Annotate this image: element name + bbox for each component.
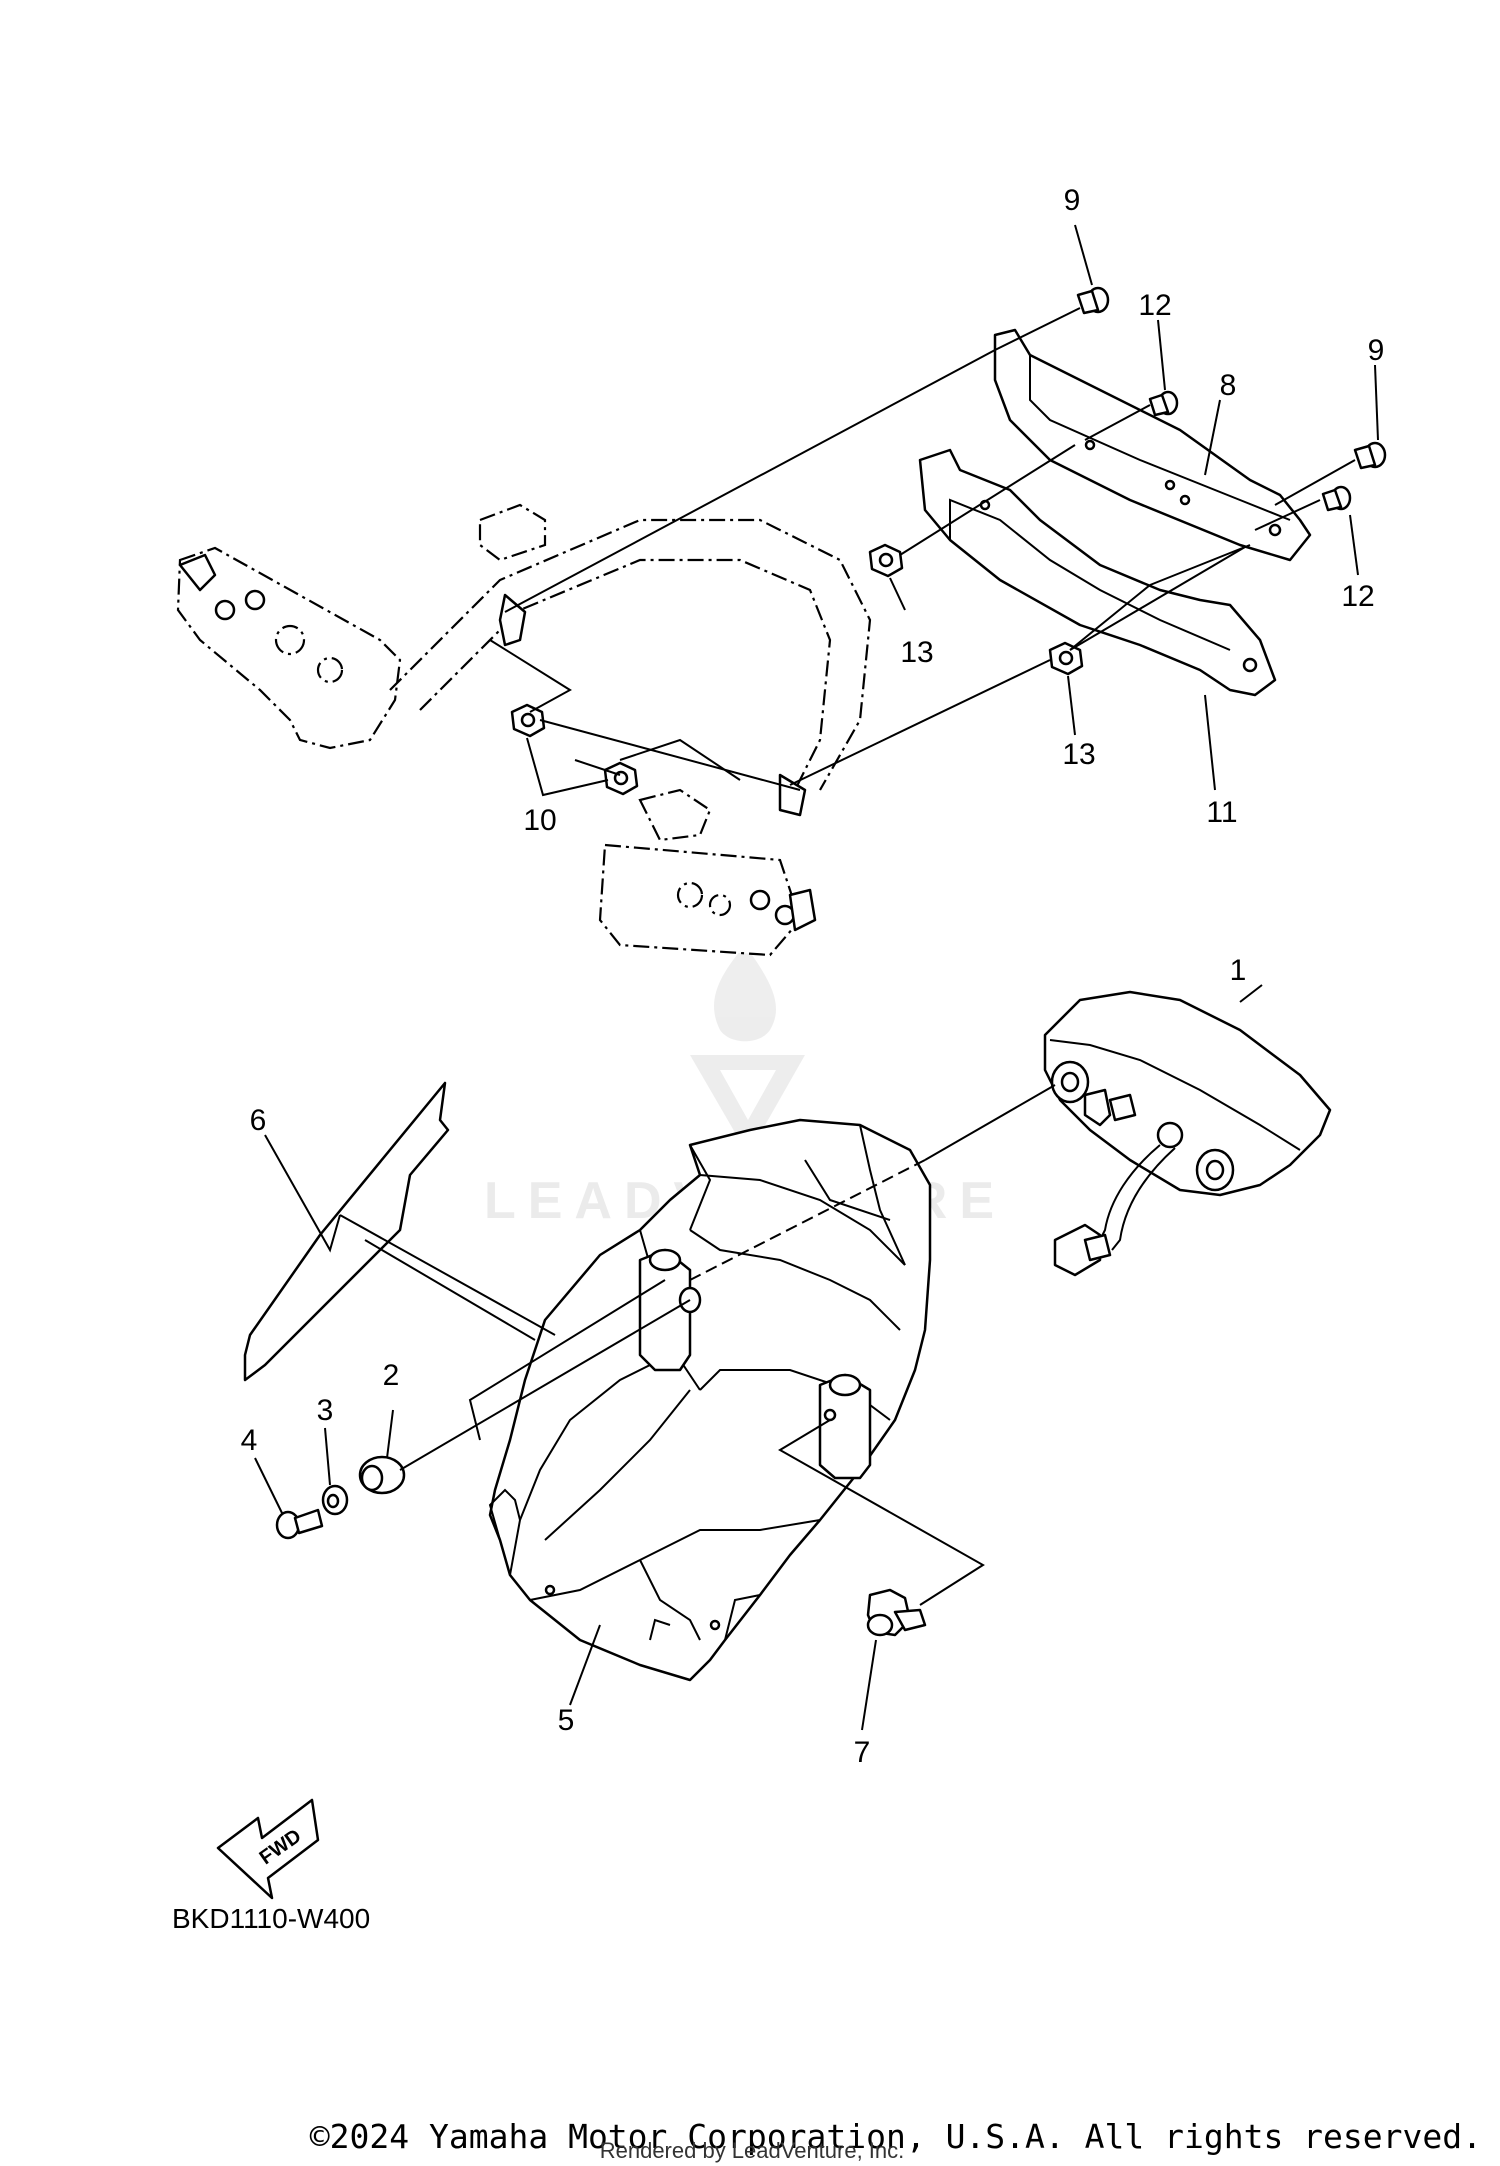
callout-12-upper: 12 [1138,289,1171,322]
callout-11: 11 [1206,796,1237,829]
watermark-v-icon [690,1055,805,1155]
callout-5: 5 [558,1704,575,1737]
bolt-12-upper-icon [1148,390,1179,417]
grab-bar-reference [176,503,872,957]
callout-13-lower: 13 [1062,738,1095,771]
fwd-arrow-icon: FWD [216,1798,320,1900]
nut-10-right-icon [603,761,639,796]
lower-leader-lines [254,984,1263,1731]
callout-12-right: 12 [1341,580,1374,613]
fasteners-upper [510,286,1387,796]
callout-10: 10 [523,804,556,837]
part-5-housing [488,1118,932,1682]
nut-13-lower-icon [1048,641,1084,676]
part-1-tail-light [1043,990,1332,1277]
part-8-bracket [993,328,1312,562]
callout-9-right: 9 [1368,334,1385,367]
copyright-notice: ©2024 Yamaha Motor Corporation, U.S.A. A… [310,2117,1482,2156]
callout-9-left: 9 [1064,184,1081,217]
nut-10-left-icon [510,703,546,738]
callout-2: 2 [383,1359,400,1392]
bolt-9-left-icon [1076,286,1110,315]
callout-8: 8 [1220,369,1237,402]
callout-6: 6 [250,1104,267,1137]
drawing-code: BKD1110-W400 [172,1903,370,1934]
part-7-clip-icon [866,1588,927,1637]
part-6-plate [243,1081,450,1382]
callout-4: 4 [241,1424,258,1457]
part-11-bracket [918,448,1277,697]
part-4-screw-icon [275,1508,324,1540]
watermark-flame-icon [714,945,776,1042]
callout-numbers: 1 2 3 4 5 6 7 8 9 9 10 11 12 12 13 13 [241,184,1385,1769]
bolt-9-right-icon [1353,441,1387,470]
grab-bar-fittings [178,553,817,932]
part-2-grommet-icon [358,1455,406,1495]
nut-13-upper-icon [868,543,904,578]
upper-leader-lines [489,224,1379,797]
rendered-by-notice: Rendered by LeadVenture, Inc. [600,2138,905,2163]
callout-1: 1 [1230,954,1247,987]
callout-3: 3 [317,1394,334,1427]
callout-7: 7 [854,1736,871,1769]
callout-13-upper: 13 [900,636,933,669]
bolt-12-right-icon [1321,485,1352,512]
part-3-collar-icon [321,1484,349,1516]
